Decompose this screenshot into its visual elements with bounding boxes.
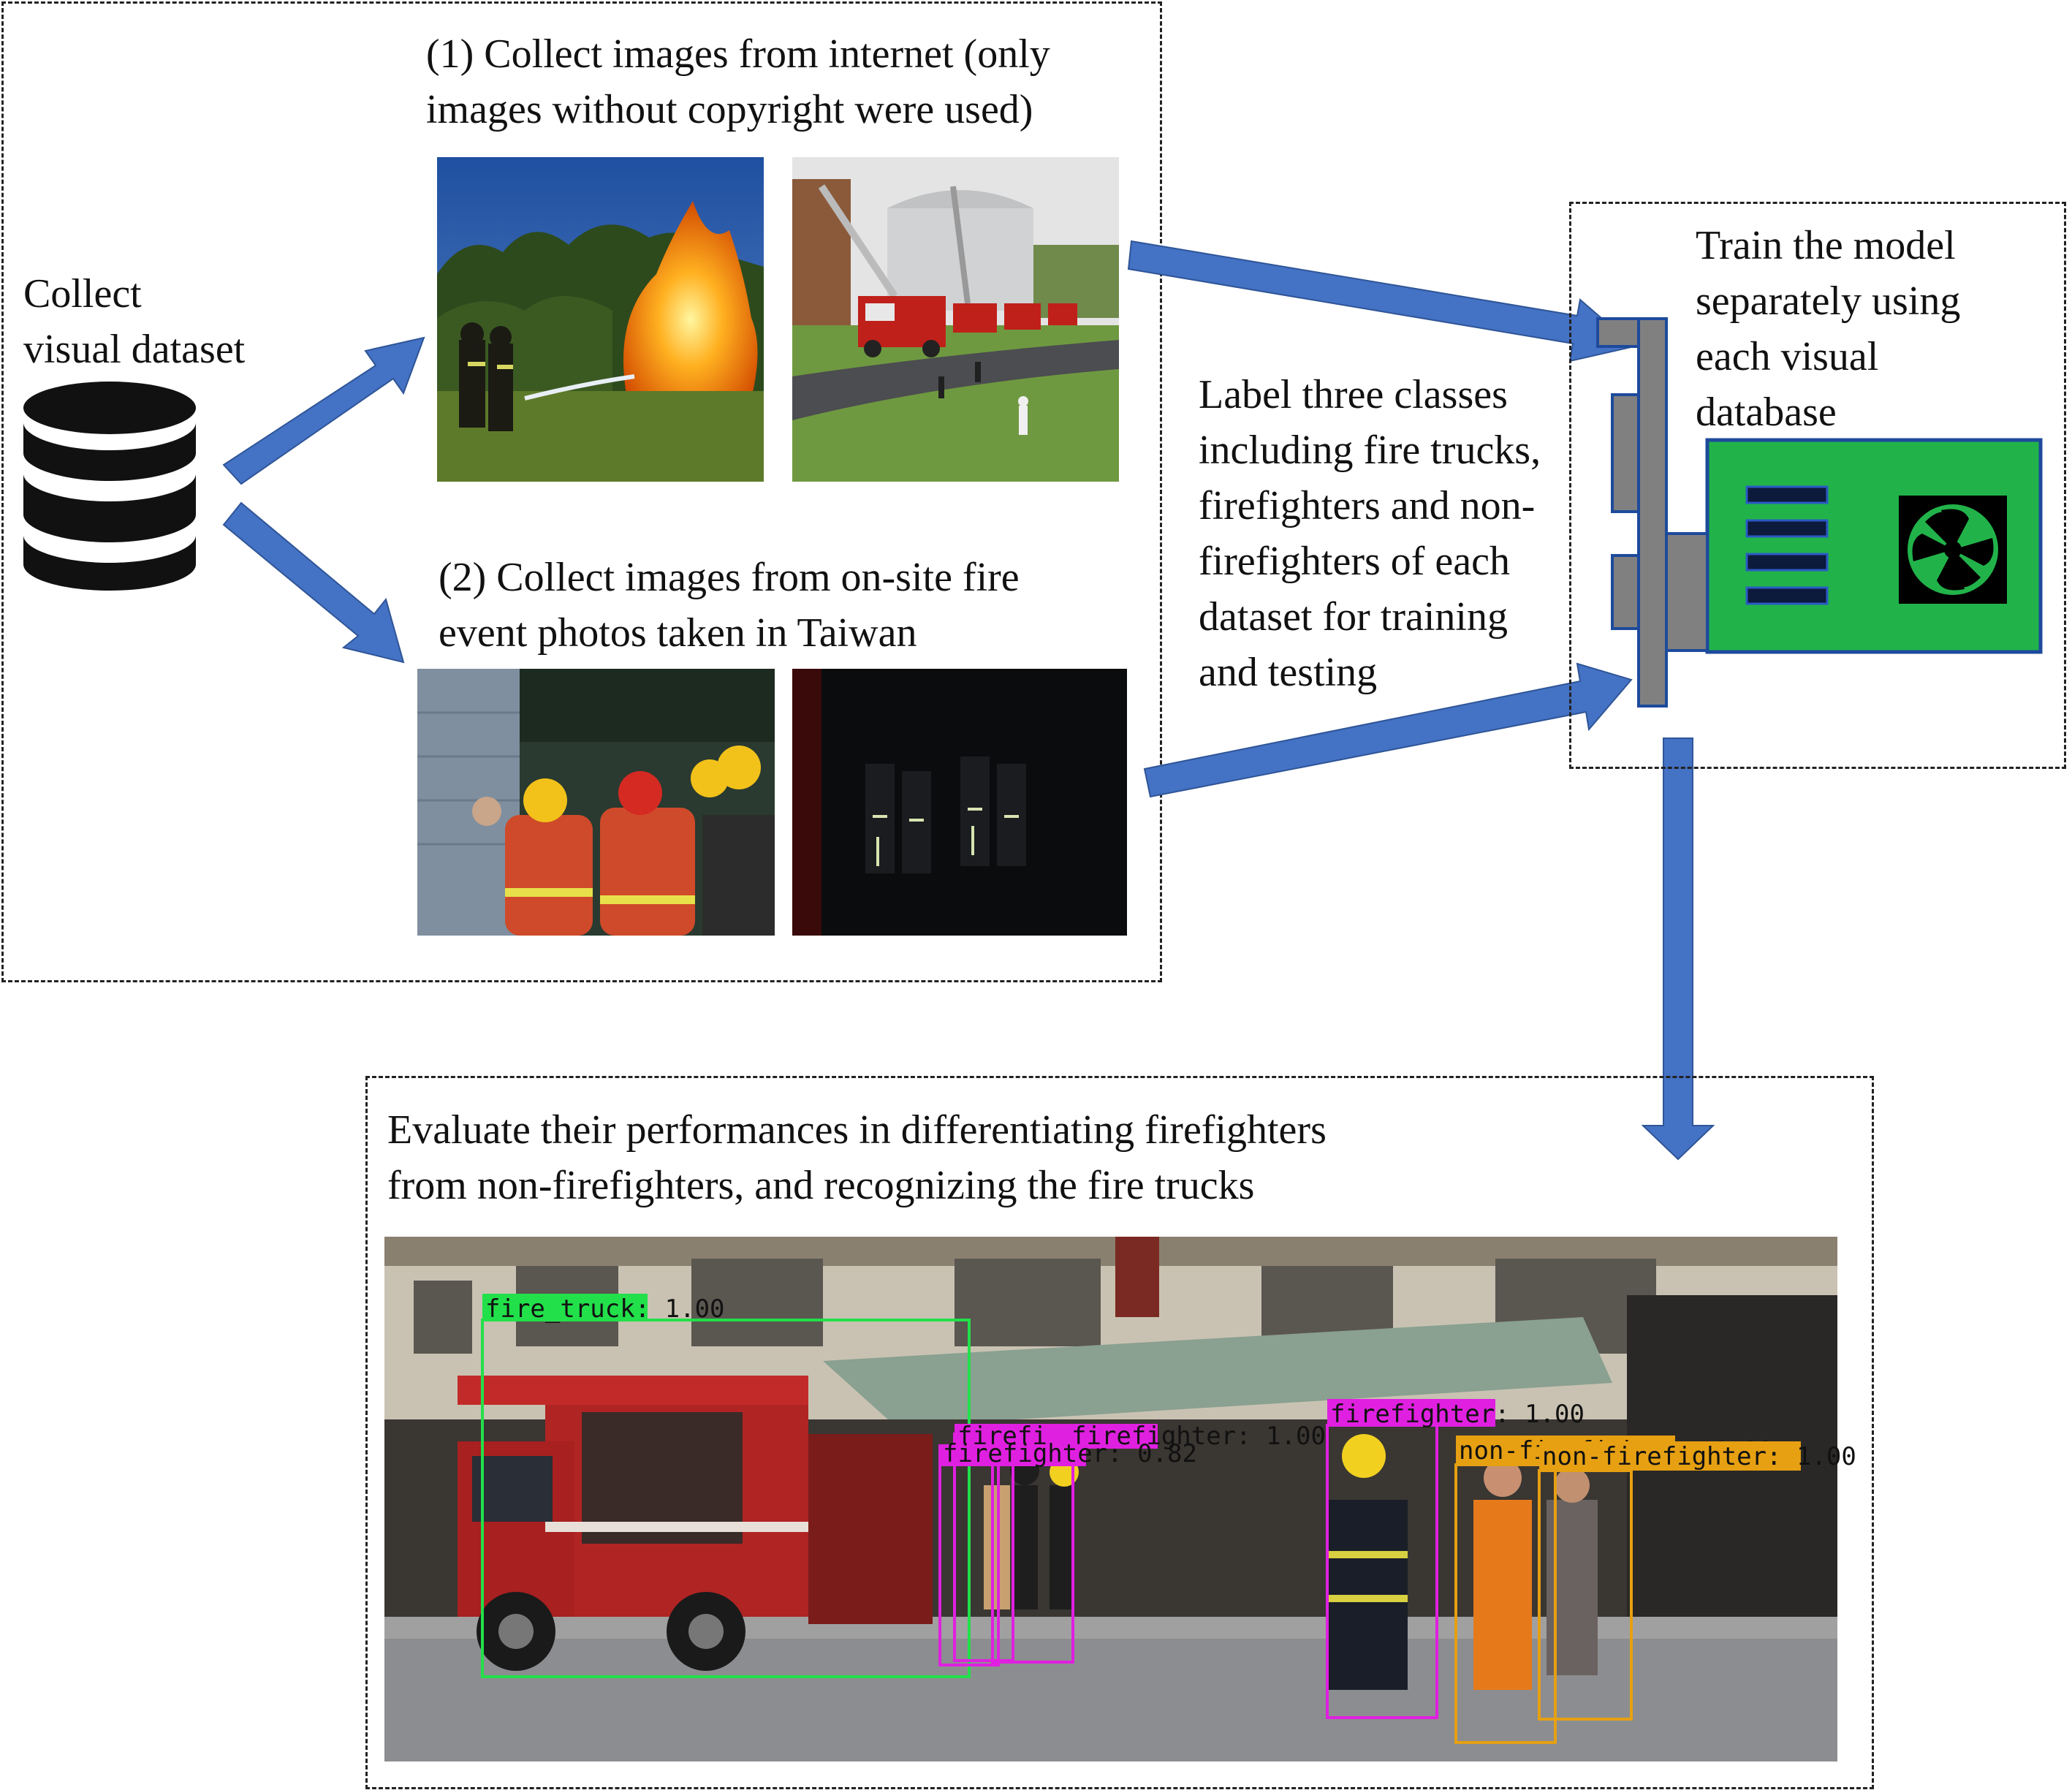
detection-label-fire-truck: fire_truck: 1.00 (485, 1294, 725, 1324)
training-box (1569, 202, 2066, 769)
detection-label-nonfirefighter-b: non-firefighter: 1.00 (1542, 1442, 1856, 1471)
source-onsite-caption: (2) Collect images from on-site fire eve… (439, 555, 1020, 656)
detection-result-photo: fire_truck: 1.00 firefighter: 1.00 firef… (384, 1237, 1856, 1761)
gpu-card-icon (1596, 314, 2045, 709)
detection-label-firefighter-c: firefighter: 0.82 (943, 1439, 1197, 1468)
onsite-photo-night (792, 669, 1127, 936)
source-internet-caption: (1) Collect images from internet (only i… (426, 31, 1050, 132)
database-icon (20, 379, 199, 591)
evaluation-box (365, 1076, 1874, 1789)
collect-dataset-title: Collect visual dataset (23, 271, 246, 372)
detection-label-firefighter-d: firefighter: 1.00 (1330, 1400, 1585, 1429)
internet-photo-trucks (792, 157, 1119, 482)
train-step-text: Train the model separately using each vi… (1696, 223, 1961, 435)
onsite-photo-crew (417, 669, 775, 936)
evaluate-step-text: Evaluate their performances in different… (387, 1107, 1327, 1208)
internet-photo-fire (437, 157, 764, 482)
detection-label-firefighter-a: firefighter: 1.00 (1071, 1422, 1326, 1451)
label-step-text: Label three classes including fire truck… (1199, 372, 1541, 695)
data-collection-box (1, 1, 1162, 982)
